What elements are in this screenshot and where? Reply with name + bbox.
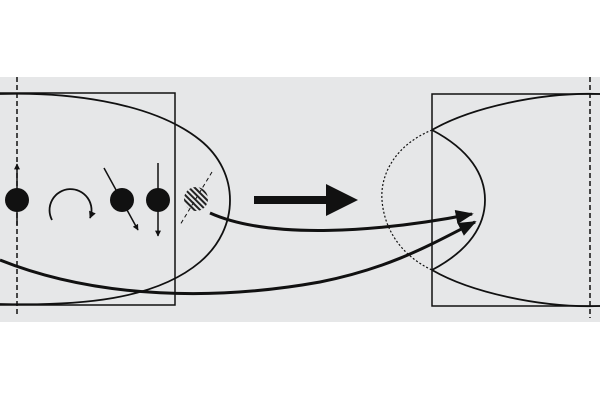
curved-arrow-upper — [209, 210, 474, 232]
left-panel — [0, 77, 231, 316]
left-ellipse — [0, 92, 231, 306]
rotation-arrow-icon — [48, 188, 96, 221]
spin-down-particle — [146, 188, 170, 212]
left-box — [0, 92, 176, 306]
curved-arrow-lower — [0, 220, 477, 296]
right-box — [431, 93, 600, 307]
spin-up-particle — [5, 188, 29, 212]
right-outer-curve-bottom — [431, 269, 600, 308]
right-solid-parabola — [431, 129, 486, 271]
right-outer-curve-top — [431, 92, 600, 131]
hatched-particle — [184, 187, 208, 211]
connectors — [0, 210, 477, 296]
big-right-arrow-icon — [254, 184, 358, 216]
tilted-spin-particle — [110, 188, 134, 212]
